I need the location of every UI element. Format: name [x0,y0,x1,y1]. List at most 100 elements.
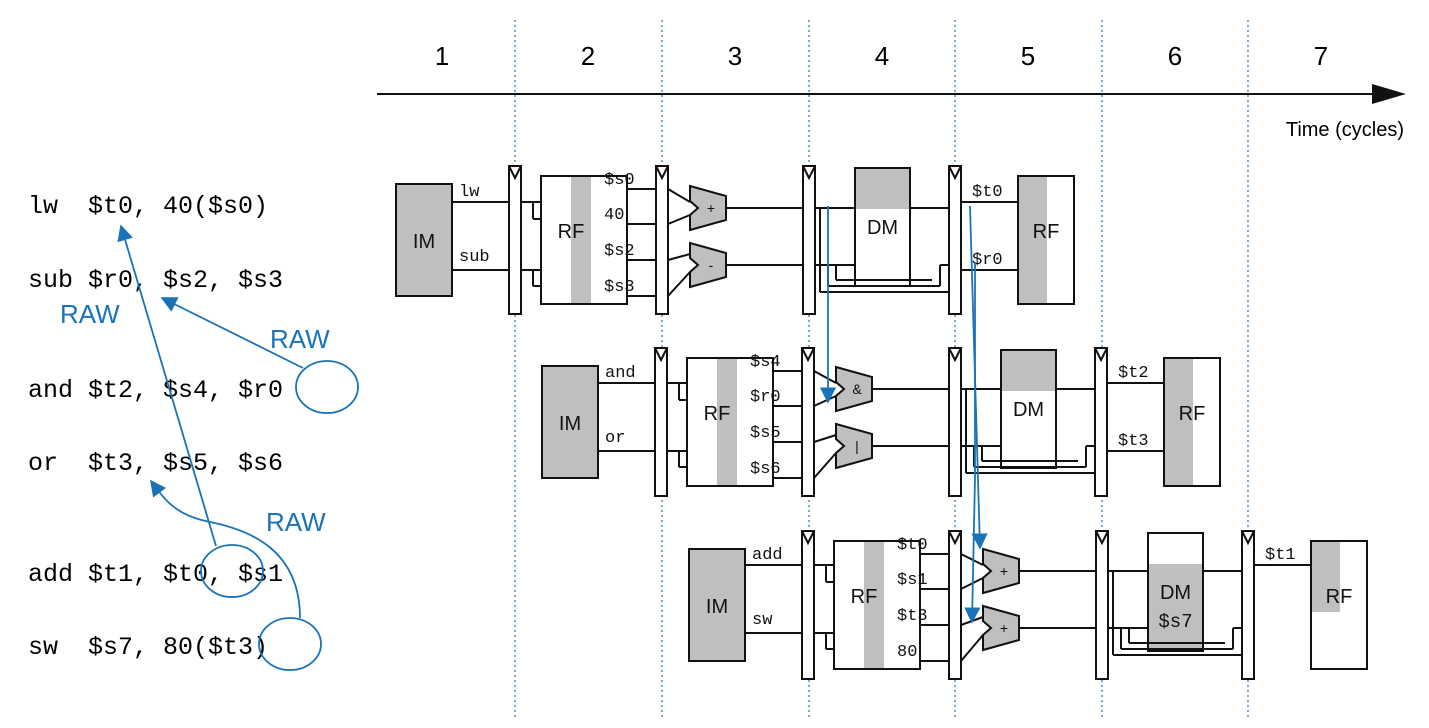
alu-op: + [1000,563,1008,579]
code-line: lw $t0, 40($s0) [28,192,268,221]
rf-label: RF [704,403,731,425]
im-label: IM [413,231,435,253]
cycle-number: 4 [875,41,889,71]
alu-op: + [1000,620,1008,636]
alu-icon [982,604,1020,652]
code-line: add $t1, $t0, $s1 [28,560,283,589]
instr-label: sw [752,611,773,630]
hazard-circle [258,617,322,671]
alu-icon [689,241,727,289]
wire [667,188,691,203]
alu-icon [835,422,873,470]
instr-label: lw [459,183,480,202]
register-file-read-half [864,542,884,668]
wire [667,214,691,225]
cycle-number: 5 [1021,41,1035,71]
rf-output-label: $s4 [750,353,781,372]
raw-label: RAW [266,507,326,537]
rf-output-label: $s1 [897,571,928,590]
pipeline-register [1094,347,1108,497]
rf-label: RF [558,221,585,243]
alu-op: & [852,381,862,397]
raw-label: RAW [60,299,120,329]
wire [667,253,691,261]
pipeline-register [948,165,962,315]
clock-icon [1094,347,1108,363]
clock-icon [801,347,815,363]
instruction-memory [395,183,453,297]
dm-label: DM [1013,399,1044,421]
clock-icon [801,530,815,546]
dm-label: DM [1160,582,1191,604]
clock-icon [948,530,962,546]
pipeline-register [948,530,962,680]
pipeline-register [654,347,668,497]
pipeline-register [508,165,522,315]
raw-arrow [117,224,217,547]
clock-icon [948,165,962,181]
rf-label: RF [851,586,878,608]
instr-label: or [605,429,625,448]
data-memory-active [856,169,909,209]
data-memory-active [1002,351,1055,391]
pipeline-register [1095,530,1109,680]
rf-output-label: $s3 [604,278,635,297]
cycle-number: 1 [435,41,449,71]
wire [667,271,691,297]
wb-input-label: $t0 [972,183,1003,202]
alu-op: + [707,200,715,216]
alu-op: | [855,438,859,454]
wb-rf-label: RF [1179,403,1206,425]
wb-input-label: $t3 [1118,432,1149,451]
pipeline-register [801,347,815,497]
dm-label: DM [867,217,898,239]
im-label: IM [559,413,581,435]
raw-label: RAW [270,324,330,354]
pipeline-register [802,165,816,315]
rf-output-label: $t0 [897,536,928,555]
clock-icon [948,347,962,363]
hazard-circle [200,544,264,598]
rf-output-label: 80 [897,643,917,662]
dm-extra-label: $s7 [1158,611,1192,633]
pipeline-register [948,347,962,497]
rf-output-label: $s2 [604,242,635,261]
clock-icon [802,165,816,181]
wb-input-label: $r0 [972,251,1003,270]
rf-output-label: 40 [604,206,624,225]
alu-icon [689,184,727,232]
wb-input-label: $t2 [1118,364,1149,383]
raw-arrow [160,297,304,369]
alu-op: - [709,257,714,273]
wire [813,395,837,407]
rf-output-label: $r0 [750,388,781,407]
pipeline-register [801,530,815,680]
pipeline-register [655,165,669,315]
wire [813,452,837,479]
cycle-number: 6 [1168,41,1182,71]
instr-label: sub [459,248,490,267]
register-file-write-half [1019,177,1047,303]
im-label: IM [706,596,728,618]
register-file-read-half [717,359,737,485]
cycle-number: 3 [728,41,742,71]
time-axis: 1 2 3 4 5 6 7 Time (cycles) [377,41,1406,141]
code-line: sw $s7, 80($t3) [28,633,268,662]
rf-output-label: $t3 [897,607,928,626]
wb-rf-label: RF [1326,586,1353,608]
alu-icon [982,547,1020,595]
forwarding-arrow [964,262,981,624]
rf-output-label: $s6 [750,460,781,479]
rf-output-label: $s0 [604,171,635,190]
data-memory-idle [1149,534,1202,564]
code-listing: lw $t0, 40($s0) sub $r0, $s2, $s3 and $t… [28,192,359,671]
raw-arrow [150,479,301,619]
wire [960,634,984,662]
register-file-write-half [1165,359,1193,485]
instr-label: add [752,546,783,565]
